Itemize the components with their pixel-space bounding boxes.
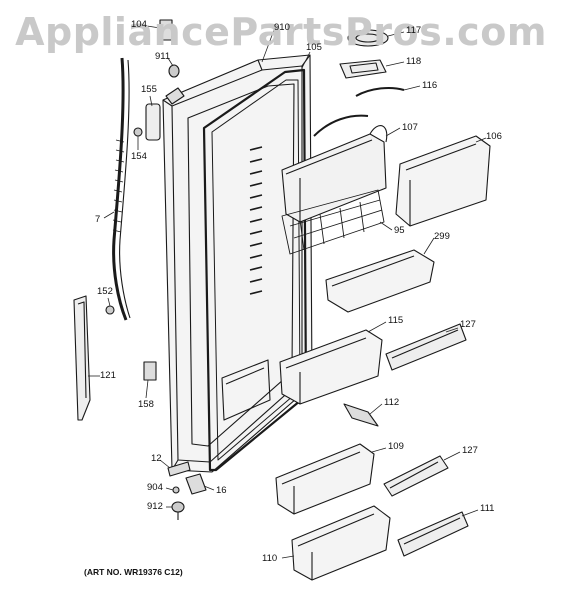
handle-trim bbox=[73, 295, 91, 421]
part-112 bbox=[343, 403, 379, 427]
bin-109 bbox=[275, 443, 375, 515]
wire-rack bbox=[281, 189, 385, 255]
part-label-7: 7 bbox=[95, 214, 101, 225]
part-label-127-lower: 127 bbox=[462, 445, 478, 456]
part-label-95: 95 bbox=[394, 225, 405, 236]
bin-trim-lower bbox=[383, 455, 449, 497]
part-label-299: 299 bbox=[434, 231, 450, 242]
part-label-154: 154 bbox=[131, 151, 147, 162]
part-label-910: 910 bbox=[274, 22, 290, 33]
part-label-16: 16 bbox=[216, 485, 227, 496]
top-caps bbox=[313, 29, 405, 137]
part-label-117: 117 bbox=[406, 25, 422, 36]
part-label-116: 116 bbox=[422, 80, 438, 91]
leader-lines bbox=[88, 25, 487, 559]
part-label-106: 106 bbox=[486, 131, 502, 142]
part-label-12: 12 bbox=[151, 453, 162, 464]
part-label-158: 158 bbox=[138, 399, 154, 410]
shelf-299 bbox=[325, 249, 435, 313]
bin-trim-111 bbox=[397, 511, 469, 557]
part-label-111: 111 bbox=[480, 503, 495, 514]
door-handle bbox=[112, 57, 131, 321]
part-label-912: 912 bbox=[147, 501, 163, 512]
deli-cover bbox=[395, 135, 491, 227]
part-label-115: 115 bbox=[388, 315, 404, 326]
part-label-112: 112 bbox=[384, 397, 400, 408]
part-label-155: 155 bbox=[141, 84, 157, 95]
part-label-109: 109 bbox=[388, 441, 404, 452]
part-label-152: 152 bbox=[97, 286, 113, 297]
part-label-127-upper: 127 bbox=[460, 319, 476, 330]
part-label-107: 107 bbox=[402, 122, 418, 133]
part-label-105: 105 bbox=[306, 42, 322, 53]
bin-115 bbox=[279, 329, 383, 405]
part-label-104: 104 bbox=[131, 19, 147, 30]
part-label-121: 121 bbox=[100, 370, 116, 381]
part-label-118: 118 bbox=[406, 56, 422, 67]
part-label-904: 904 bbox=[147, 482, 163, 493]
bin-110 bbox=[291, 505, 391, 581]
small-parts bbox=[105, 19, 207, 520]
part-label-110: 110 bbox=[262, 553, 278, 564]
part-label-911: 911 bbox=[155, 51, 171, 62]
bin-trim-upper bbox=[385, 323, 467, 371]
upper-bin bbox=[281, 125, 388, 223]
art-number: (ART NO. WR19376 C12) bbox=[84, 567, 183, 577]
